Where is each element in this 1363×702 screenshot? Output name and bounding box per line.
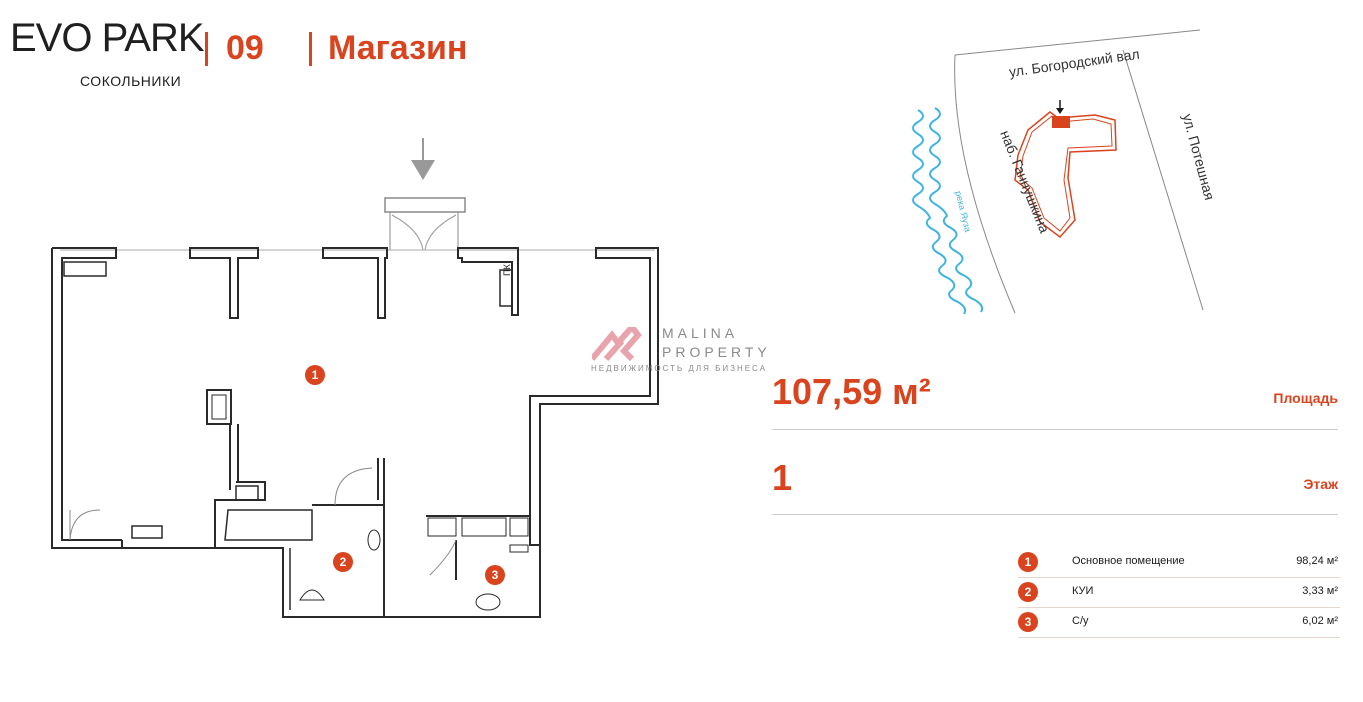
unit-location-marker: [1052, 116, 1070, 128]
location-arrow-icon: [1056, 108, 1064, 114]
logo-evo-park: EVO PARK: [10, 16, 205, 60]
floor-plan: [51, 138, 659, 618]
legend-row: 3 С/у 6,02 м²: [1018, 610, 1340, 638]
area-label: Площадь: [1273, 390, 1338, 406]
divider: [772, 514, 1338, 515]
floor-value: 1: [772, 457, 793, 498]
unit-number: 09: [226, 29, 264, 67]
header-divider: [205, 32, 208, 66]
legend-number: 3: [1018, 612, 1038, 632]
watermark-line1: MALINA: [662, 325, 739, 341]
header-divider: [309, 32, 312, 66]
malina-logo-icon: [592, 327, 642, 361]
legend-room-name: С/у: [1072, 615, 1089, 627]
entrance-arrow-icon: [411, 160, 435, 180]
logo-subtitle: СОКОЛЬНИКИ: [80, 73, 182, 89]
room-badge-2: 2: [333, 552, 353, 572]
location-map: [912, 29, 1204, 315]
divider: [772, 429, 1338, 430]
unit-type-title: Магазин: [328, 29, 468, 67]
legend-room-name: КУИ: [1072, 585, 1094, 597]
room-badge-3: 3: [485, 565, 505, 585]
river-icon: [912, 109, 967, 315]
legend-row: 2 КУИ 3,33 м²: [1018, 580, 1340, 608]
watermark-line2: PROPERTY: [662, 344, 771, 360]
room-badge-1: 1: [305, 365, 325, 385]
building-outline: [1014, 111, 1117, 239]
legend-room-area: 6,02 м²: [1302, 615, 1338, 627]
legend-number: 1: [1018, 552, 1038, 572]
legend-room-area: 98,24 м²: [1296, 555, 1338, 567]
legend-row: 1 Основное помещение 98,24 м²: [1018, 550, 1340, 578]
legend-room-area: 3,33 м²: [1302, 585, 1338, 597]
floor-label: Этаж: [1303, 476, 1338, 492]
area-value: 107,59 м²: [772, 371, 931, 412]
legend-room-name: Основное помещение: [1072, 555, 1185, 567]
pk-label: ПК: [502, 264, 512, 276]
watermark-line3: НЕДВИЖИМОСТЬ ДЛЯ БИЗНЕСА: [591, 364, 768, 373]
legend-number: 2: [1018, 582, 1038, 602]
